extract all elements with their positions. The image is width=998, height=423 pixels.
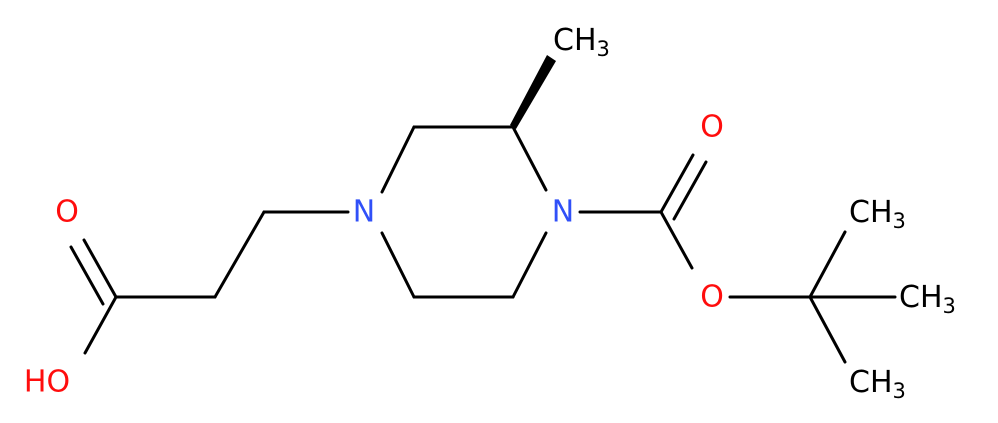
atom-o-hydroxyl: HO (24, 365, 70, 400)
ch3-mid-main: CH (899, 280, 943, 315)
atom-o-ester: O (700, 280, 724, 315)
atom-ch3-top: CH3 (849, 195, 906, 234)
atom-o-carbonyl-acid: O (55, 195, 79, 230)
bond-ccooh-o-double-1 (82, 238, 118, 299)
ch3-mid-sub: 3 (943, 294, 956, 318)
bond-ccooh-o-double-2 (69, 245, 105, 306)
bond-cboc-oester (659, 210, 694, 270)
bond-cboc-o-double-2 (672, 160, 708, 221)
bond-c3-n4 (511, 125, 548, 192)
atom-n4: N (552, 195, 574, 230)
atom-o-carbonyl-boc: O (700, 110, 724, 145)
bond-n4-c5 (511, 231, 548, 299)
bond-cq-ch3-bot (808, 295, 847, 364)
bond-cq-ch3-top (808, 230, 847, 299)
ch3-bot-main: CH (849, 365, 893, 400)
atom-ch3-mid: CH3 (899, 280, 956, 319)
bond-ca-cb (213, 210, 266, 299)
ch3-bot-sub: 3 (893, 379, 906, 403)
atom-n1: N (353, 195, 375, 230)
ch3-ring-sub: 3 (597, 37, 610, 61)
atom-labels: N N O HO O O CH3 CH3 CH3 CH3 (24, 23, 956, 404)
ch3-top-sub: 3 (893, 209, 906, 233)
atom-ch3-bot: CH3 (849, 365, 906, 404)
wedge-bond-methyl (510, 55, 556, 129)
ch3-top-main: CH (849, 195, 893, 230)
bond-cboc-o-double-1 (659, 153, 695, 214)
bond-c6-n1 (380, 231, 416, 299)
bond-n1-c2 (380, 125, 416, 194)
bond-ccooh-oh (83, 295, 118, 355)
ch3-ring-main: CH (553, 23, 597, 58)
atom-ch3-ring: CH3 (553, 23, 610, 62)
bonds (69, 55, 897, 364)
